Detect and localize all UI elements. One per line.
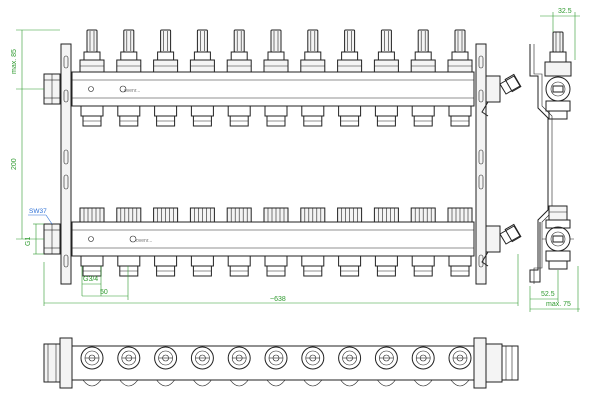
valve-cap bbox=[263, 207, 289, 223]
dimensions-front: max. 85 200 G1 SW37 G3/4 50 bbox=[11, 29, 519, 306]
dim-638: ~638 bbox=[270, 296, 286, 303]
outlet-connector-top bbox=[411, 105, 435, 127]
front-outlets bbox=[79, 29, 473, 277]
plan-outlet bbox=[80, 346, 104, 387]
outlet-connector-top bbox=[190, 105, 214, 127]
valve-cap bbox=[116, 207, 142, 223]
side-bottom-valve bbox=[542, 205, 574, 270]
plan-outlet bbox=[411, 346, 435, 387]
valve-cap bbox=[79, 207, 105, 223]
outlet-connector-top bbox=[80, 105, 104, 127]
flowmeter-valve bbox=[447, 29, 473, 73]
flowmeter-valve bbox=[410, 29, 436, 73]
dim-side-52-5: 52.5 bbox=[541, 291, 555, 298]
dim-g1: G1 bbox=[25, 237, 32, 246]
valve-cap bbox=[337, 207, 363, 223]
outlet-connector-top bbox=[264, 105, 288, 127]
plan-outlet bbox=[338, 346, 362, 387]
outlet-connector-bottom bbox=[154, 255, 178, 277]
flowmeter-valve bbox=[116, 29, 142, 73]
plan-outlet bbox=[264, 346, 288, 387]
flowmeter-valve bbox=[263, 29, 289, 73]
flowmeter-valve bbox=[226, 29, 252, 73]
plan-outlet bbox=[448, 346, 472, 387]
plan-outlet bbox=[374, 346, 398, 387]
dim-g34: G3/4 bbox=[83, 276, 98, 283]
right-bracket bbox=[475, 43, 487, 285]
valve-cap bbox=[226, 207, 252, 223]
outlet-connector-bottom bbox=[190, 255, 214, 277]
supply-manifold-bar: ovenr... bbox=[71, 71, 475, 107]
flowmeter-valve bbox=[373, 29, 399, 73]
outlet-connector-bottom bbox=[264, 255, 288, 277]
brand-label-top: ovenr... bbox=[124, 88, 140, 94]
dim-side-32-5: 32.5 bbox=[558, 8, 572, 15]
valve-cap bbox=[189, 207, 215, 223]
dim-sw37: SW37 bbox=[29, 208, 47, 215]
outlet-connector-top bbox=[448, 105, 472, 127]
outlet-connector-top bbox=[301, 105, 325, 127]
outlet-connector-bottom bbox=[411, 255, 435, 277]
outlet-connector-bottom bbox=[374, 255, 398, 277]
outlet-connector-top bbox=[154, 105, 178, 127]
outlet-connector-top bbox=[374, 105, 398, 127]
flowmeter-valve bbox=[79, 29, 105, 73]
flowmeter-valve bbox=[189, 29, 215, 73]
valve-cap bbox=[300, 207, 326, 223]
dim-side-max-75: max. 75 bbox=[546, 301, 571, 308]
plan-outlet bbox=[117, 346, 141, 387]
left-bracket bbox=[60, 43, 72, 285]
flowmeter-valve bbox=[153, 29, 179, 73]
dim-max-85: max. 85 bbox=[11, 49, 18, 74]
valve-cap bbox=[373, 207, 399, 223]
outlet-connector-bottom bbox=[301, 255, 325, 277]
side-top-valve bbox=[544, 31, 572, 120]
outlet-connector-bottom bbox=[117, 255, 141, 277]
brand-label-bottom: ovenr... bbox=[136, 238, 152, 244]
outlet-connector-bottom bbox=[80, 255, 104, 277]
outlet-connector-top bbox=[338, 105, 362, 127]
outlet-connector-top bbox=[117, 105, 141, 127]
plan-outlet bbox=[227, 346, 251, 387]
dim-50: 50 bbox=[100, 289, 108, 296]
plan-outlet bbox=[190, 346, 214, 387]
outlet-connector-bottom bbox=[448, 255, 472, 277]
outlet-connector-bottom bbox=[338, 255, 362, 277]
valve-cap bbox=[447, 207, 473, 223]
outlet-connector-bottom bbox=[227, 255, 251, 277]
outlet-connector-top bbox=[227, 105, 251, 127]
flowmeter-valve bbox=[300, 29, 326, 73]
right-vent-valve-top bbox=[481, 73, 522, 117]
side-view: 32.5 52.5 max. 75 bbox=[529, 8, 580, 312]
plan-outlet bbox=[154, 346, 178, 387]
return-manifold-bar: ovenr... bbox=[71, 221, 475, 257]
left-inlet-top bbox=[43, 73, 61, 105]
plan-view bbox=[43, 337, 519, 389]
plan-outlets bbox=[80, 346, 472, 387]
front-view: ovenr... ovenr... bbox=[11, 29, 522, 306]
valve-cap bbox=[153, 207, 179, 223]
left-inlet-bottom bbox=[43, 223, 61, 255]
dimensions-side: 32.5 52.5 max. 75 bbox=[529, 8, 580, 312]
valve-cap bbox=[410, 207, 436, 223]
dim-200: 200 bbox=[11, 158, 18, 170]
plan-outlet bbox=[301, 346, 325, 387]
flowmeter-valve bbox=[337, 29, 363, 73]
right-vent-valve-bottom bbox=[481, 223, 522, 267]
